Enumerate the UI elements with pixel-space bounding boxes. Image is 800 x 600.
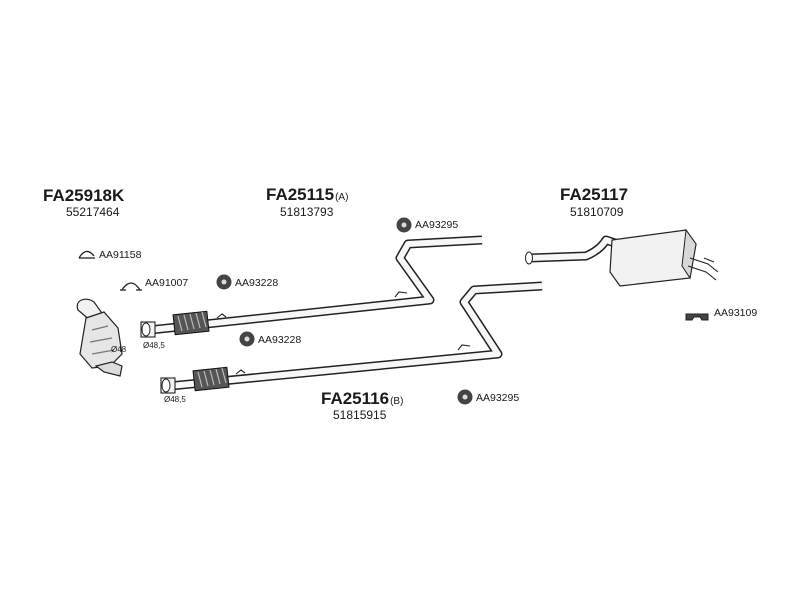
rubber-mount-aa93228-1 [216,274,232,290]
assembly-code-front-pipe-b: FA25116(B) [321,389,404,408]
rubber-mount-aa93228-2 [239,331,255,347]
part-label-aa93109: AA93109 [714,307,758,319]
part-label-aa91007: AA91007 [145,277,189,289]
assembly-code-front-pipe-a: FA25115(A) [266,185,349,204]
dimension-label-pipe-b: Ø48,5 [164,395,186,404]
part-label-aa93295-1: AA93295 [415,219,459,231]
front-pipe-b [160,281,543,394]
rear-muffler [525,228,719,287]
part-label-aa91158: AA91158 [99,249,142,261]
assembly-code-catalyst: FA25918K [43,186,125,205]
dimension-label-pipe-a: Ø48,5 [143,341,165,350]
part-label-aa93228-2: AA93228 [258,334,302,346]
part-label-aa93295-2: AA93295 [476,392,520,404]
front-pipe-a [140,235,483,338]
clamp-aa91158 [78,250,95,259]
assembly-oem-rear-muffler: 51810709 [570,205,624,219]
assembly-code-rear-muffler: FA25117 [560,185,629,204]
assembly-oem-front-pipe-a: 51813793 [280,205,334,219]
dimension-label-catalyst: Ø48 [111,345,127,354]
clamp-aa91007 [120,282,142,291]
catalytic-converter [76,298,123,377]
assembly-oem-front-pipe-b: 51815915 [333,408,387,422]
assembly-oem-catalyst: 55217464 [66,205,120,219]
rubber-mount-aa93295-1 [396,217,412,233]
part-label-aa93228-1: AA93228 [235,277,279,289]
hanger-aa93109 [685,313,709,321]
rubber-mount-aa93295-2 [457,389,473,405]
